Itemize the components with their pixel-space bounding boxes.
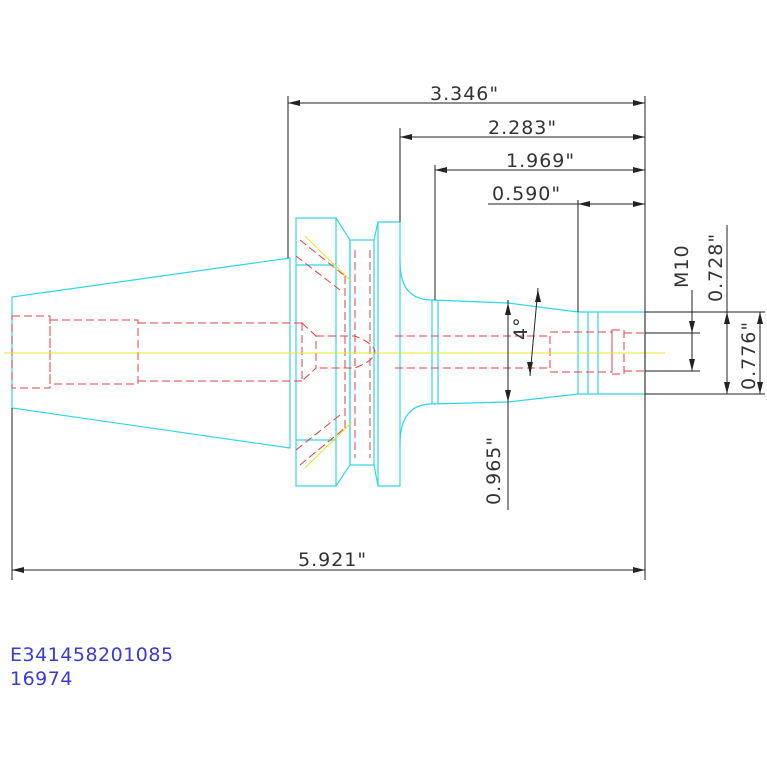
- dim-0776-label: 0.776": [738, 321, 760, 390]
- neck-fillet-top: [399, 261, 433, 301]
- flange-right: [373, 221, 401, 487]
- v-groove: [335, 217, 351, 487]
- dimension-labels: 3.346" 2.283" 1.969" 0.590" 5.921" 0.965…: [298, 83, 760, 571]
- angle-label: 4°: [510, 316, 532, 340]
- dim-0965-label: 0.965": [483, 436, 505, 505]
- tapered-nose: [431, 299, 646, 405]
- neck-fillet-bottom: [399, 403, 433, 445]
- part-number: 16974: [10, 668, 73, 690]
- hidden-lines: [11, 239, 645, 466]
- dim-1969-label: 1.969": [506, 150, 575, 172]
- thread-label: M10: [671, 244, 693, 288]
- taper-shank: [11, 257, 291, 449]
- center-lines: [4, 235, 665, 469]
- dim-3346-label: 3.346": [430, 83, 499, 105]
- flange-left: [295, 217, 337, 487]
- dim-0728-label: 0.728": [705, 233, 727, 302]
- dim-2283-label: 2.283": [488, 117, 557, 139]
- dimension-lines: [11, 96, 765, 580]
- dim-0590-label: 0.590": [492, 183, 561, 205]
- dim-5921-label: 5.921": [298, 549, 367, 571]
- part-code: E341458201085: [10, 644, 174, 666]
